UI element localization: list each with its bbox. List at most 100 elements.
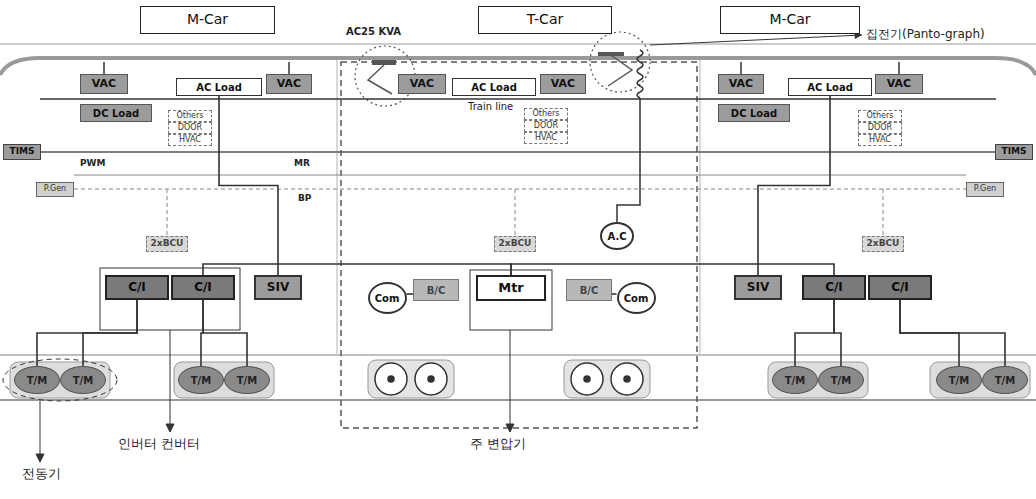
car-header-box: T-Car (478, 6, 612, 34)
node-text: C/I (128, 281, 146, 294)
trailer-wheel (388, 376, 394, 382)
node-text: VAC (410, 78, 434, 90)
callout-bracket (3, 268, 552, 462)
converter-inverter-box: C/I (105, 275, 169, 300)
annotation-label: 전동기 (22, 466, 61, 482)
t-car-dashed-frame (341, 62, 697, 428)
ac-circle: A.C (600, 222, 634, 250)
annotation-label: 주 변압기 (470, 436, 526, 452)
power-wiring (617, 98, 640, 222)
pgen-box: P.Gen (966, 182, 1004, 197)
pantograph-symbol (650, 35, 862, 45)
callout-bracket (170, 330, 171, 432)
node-text: DOOR (178, 124, 202, 133)
bogie (368, 360, 454, 398)
pgen-box: P.Gen (36, 182, 74, 197)
bc-box: B/C (566, 279, 612, 301)
power-wiring (40, 62, 996, 236)
node-text: T/M (995, 375, 1015, 386)
vac-box: VAC (266, 74, 312, 94)
wire-connector (834, 300, 841, 366)
node-text: Mtr (498, 281, 524, 295)
traction-motor: T/M (818, 366, 864, 394)
vac-box: VAC (540, 74, 586, 94)
wire-connector (795, 300, 834, 366)
power-wiring (515, 189, 516, 236)
siv-box: SIV (254, 275, 302, 300)
car-header-box: M-Car (720, 6, 860, 34)
node-text: A.C (607, 231, 626, 242)
node-text: T/M (831, 375, 851, 386)
siv-box: SIV (734, 275, 782, 300)
node-text: HVAC (535, 134, 557, 143)
bcu-box: 2xBCU (862, 236, 904, 252)
load-item-box: HVAC (524, 132, 568, 144)
trailer-wheel (375, 363, 407, 395)
node-text: AC Load (807, 82, 853, 93)
traction-motor: T/M (936, 366, 982, 394)
car-body (0, 354, 1036, 356)
power-wiring (103, 62, 105, 74)
annotation-label: 인버터 컨버터 (118, 436, 200, 452)
bogie (10, 360, 1030, 398)
traction-motor: T/M (224, 366, 270, 394)
node-text: C/I (825, 281, 843, 294)
node-text: VAC (729, 78, 753, 90)
pantograph-symbol (368, 65, 392, 94)
node-text: T/M (191, 375, 211, 386)
converter-inverter-box: C/I (802, 275, 866, 300)
node-text: P.Gen (974, 185, 996, 194)
power-wiring (41, 151, 995, 153)
power-wiring (40, 98, 996, 100)
trailer-wheel (584, 376, 590, 382)
node-text: B/C (580, 285, 599, 296)
converter-inverter-box: C/I (171, 275, 235, 300)
vac-box: VAC (398, 74, 446, 94)
car-body (0, 58, 1036, 75)
tims-box: TIMS (995, 144, 1033, 160)
node-text: C/I (891, 281, 909, 294)
node-text: VAC (277, 78, 301, 90)
t-car-dashed-frame (341, 62, 697, 428)
wire-connector (37, 300, 137, 366)
trailer-wheel (415, 363, 447, 395)
node-text: M-Car (769, 12, 810, 27)
node-text: TIMS (1002, 147, 1027, 157)
bc-box: B/C (413, 279, 459, 301)
power-wiring (167, 189, 168, 236)
callout-bracket (100, 268, 240, 330)
wire-connector (900, 300, 1005, 366)
node-text: 2xBCU (867, 239, 900, 249)
node-text: DC Load (93, 108, 139, 119)
node-text: VAC (887, 78, 911, 90)
bogie (768, 362, 868, 398)
trailer-wheel (571, 363, 603, 395)
bcu-box: 2xBCU (494, 236, 536, 252)
bogie (930, 362, 1030, 398)
annotation-label: MR (294, 158, 310, 169)
power-wiring (898, 62, 900, 74)
wire-connector (511, 264, 834, 275)
node-text: T/M (237, 375, 257, 386)
vac-box: VAC (718, 74, 764, 94)
bogie (10, 362, 110, 398)
node-text: B/C (427, 285, 446, 296)
node-text: T/M (73, 375, 93, 386)
node-text: T/M (785, 375, 805, 386)
traction-motor: T/M (772, 366, 818, 394)
load-item-box: DOOR (858, 122, 902, 134)
pantograph-symbol (637, 50, 643, 98)
vac-box: VAC (875, 74, 923, 94)
car-body (0, 58, 1036, 400)
power-wiring (883, 189, 884, 236)
car-body (0, 399, 1036, 401)
node-text: VAC (92, 78, 116, 90)
wire-connector (203, 264, 511, 275)
traction-motor: T/M (178, 366, 224, 394)
pantograph-symbol (598, 52, 624, 56)
node-text: Com (624, 293, 649, 304)
node-text: SIV (747, 281, 769, 294)
power-wiring (740, 62, 742, 74)
pantograph-symbol (372, 60, 396, 65)
callout-bracket (506, 424, 514, 432)
